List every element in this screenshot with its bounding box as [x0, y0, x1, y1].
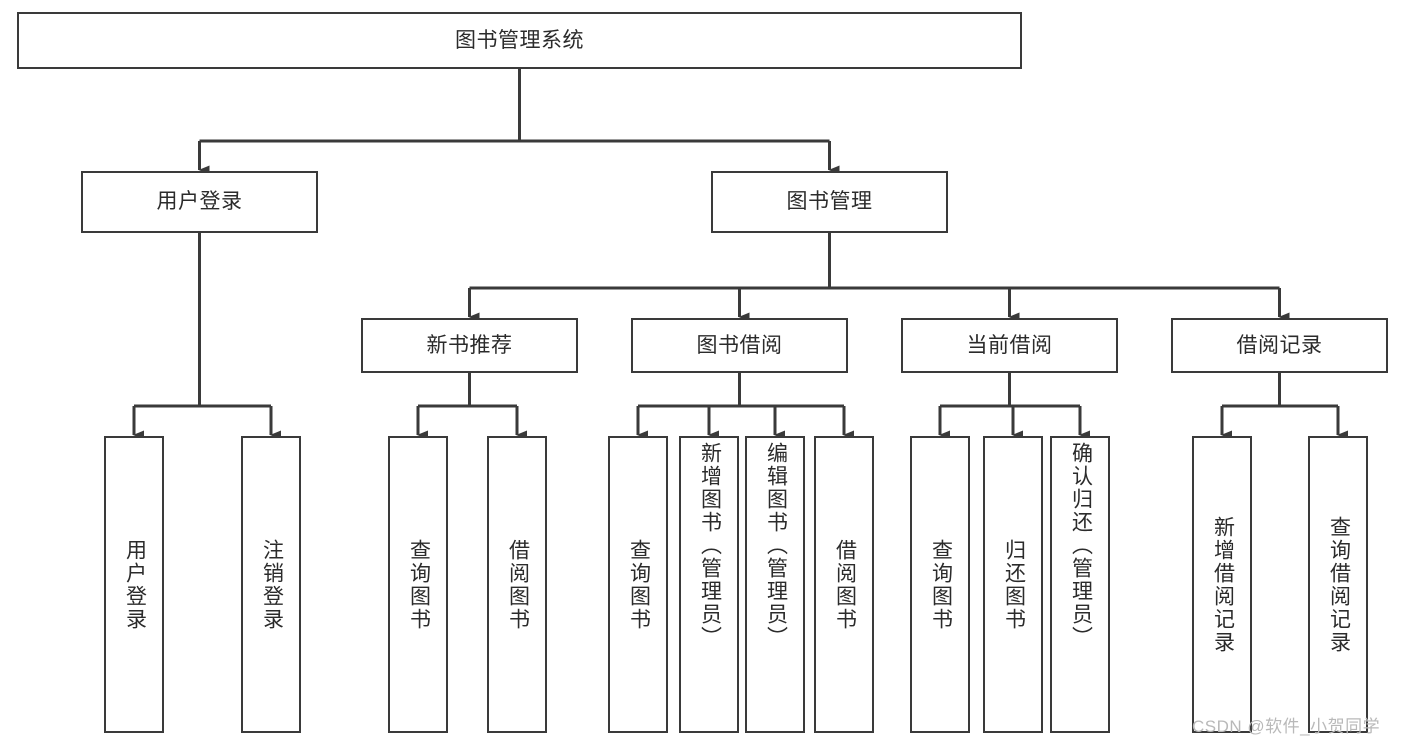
node-label: 新增图书（管理员） — [698, 442, 722, 649]
node-leaf-query-book-borrow[interactable]: 查询图书 — [608, 436, 668, 733]
node-leaf-add-borrow-record[interactable]: 新增借阅记录 — [1192, 436, 1252, 733]
node-label: 归还图书 — [1002, 538, 1026, 631]
node-root[interactable]: 图书管理系统 — [17, 12, 1022, 69]
node-label: 图书借阅 — [696, 333, 783, 357]
node-book-borrow[interactable]: 图书借阅 — [631, 318, 848, 373]
node-new-book-recommend[interactable]: 新书推荐 — [361, 318, 578, 373]
node-label: 用户登录 — [123, 538, 147, 631]
node-leaf-borrow-book[interactable]: 借阅图书 — [814, 436, 874, 733]
node-label: 图书管理 — [786, 190, 873, 214]
node-leaf-query-book-current[interactable]: 查询图书 — [910, 436, 970, 733]
node-label: 查询图书 — [627, 538, 651, 631]
node-label: 注销登录 — [260, 538, 284, 631]
node-label: 借阅图书 — [506, 538, 530, 631]
node-label: 查询图书 — [929, 538, 953, 631]
node-leaf-user-login[interactable]: 用户登录 — [104, 436, 164, 733]
node-leaf-add-book[interactable]: 新增图书（管理员） — [679, 436, 739, 733]
node-leaf-user-logout[interactable]: 注销登录 — [241, 436, 301, 733]
node-leaf-confirm-return[interactable]: 确认归还（管理员） — [1050, 436, 1110, 733]
node-label: 确认归还（管理员） — [1069, 442, 1093, 649]
node-leaf-query-borrow-record[interactable]: 查询借阅记录 — [1308, 436, 1368, 733]
node-label: 新增借阅记录 — [1211, 515, 1235, 654]
node-leaf-borrow-book-recommend[interactable]: 借阅图书 — [487, 436, 547, 733]
node-label: 查询图书 — [407, 538, 431, 631]
node-current-borrow[interactable]: 当前借阅 — [901, 318, 1118, 373]
node-user-login[interactable]: 用户登录 — [81, 171, 318, 233]
node-label: 图书管理系统 — [455, 28, 584, 52]
node-label: 查询借阅记录 — [1327, 515, 1351, 654]
node-book-manage[interactable]: 图书管理 — [711, 171, 948, 233]
node-label: 借阅记录 — [1236, 333, 1323, 357]
node-label: 借阅图书 — [833, 538, 857, 631]
node-label: 用户登录 — [156, 190, 243, 214]
node-label: 当前借阅 — [966, 333, 1053, 357]
node-label: 编辑图书（管理员） — [764, 442, 788, 649]
node-leaf-edit-book[interactable]: 编辑图书（管理员） — [745, 436, 805, 733]
node-label: 新书推荐 — [426, 333, 513, 357]
node-borrow-record[interactable]: 借阅记录 — [1171, 318, 1388, 373]
node-leaf-query-book-recommend[interactable]: 查询图书 — [388, 436, 448, 733]
node-leaf-return-book[interactable]: 归还图书 — [983, 436, 1043, 733]
